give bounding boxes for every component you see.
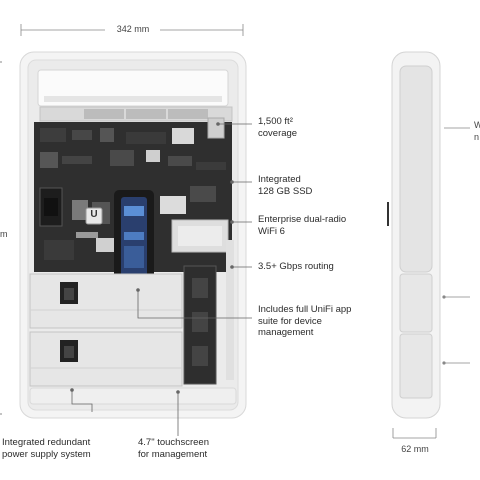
psu-2	[29, 331, 183, 387]
width-dimension	[20, 24, 244, 36]
board-components	[39, 117, 226, 260]
cutoff-label-left: m	[0, 229, 8, 239]
psu-1	[29, 273, 183, 329]
cutoff-label-right-1: W	[474, 120, 480, 130]
callout-unifi: Includes full UniFi app suite for device…	[258, 304, 352, 338]
depth-dimension	[392, 428, 437, 439]
callout-touchscreen: 4.7" touchscreen for management	[138, 437, 209, 460]
callout-wifi: Enterprise dual-radio WiFi 6	[258, 214, 347, 237]
depth-dimension-label: 62 mm	[401, 444, 429, 454]
callout-ssd: Integrated 128 GB SSD	[258, 174, 313, 197]
side-led	[387, 202, 389, 226]
callout-dots	[70, 122, 234, 394]
width-dimension-label: 342 mm	[116, 24, 150, 34]
side-vent	[226, 240, 234, 380]
callout-routing: 3.5+ Gbps routing	[258, 261, 334, 272]
cutoff-label-right-2: n	[474, 132, 480, 142]
callout-coverage: 1,500 ft² coverage	[258, 116, 298, 139]
logo-letter: U	[90, 209, 98, 220]
logo-tile	[85, 207, 103, 225]
callout-leaders	[71, 123, 252, 436]
callout-psu: Integrated redundant power supply system	[2, 437, 91, 460]
